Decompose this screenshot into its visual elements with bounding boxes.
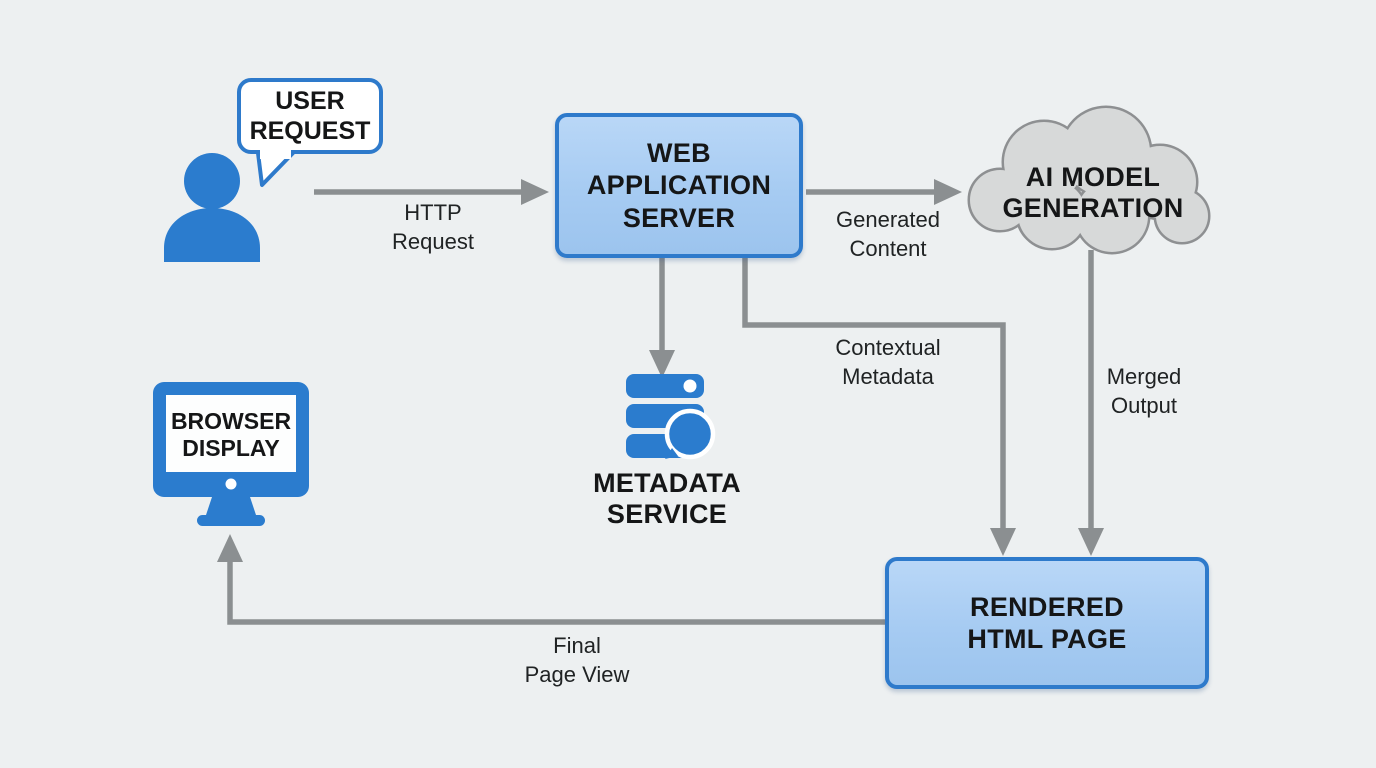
speech-bubble-tail-icon [256, 148, 295, 187]
edge-label-generated-content: Generated Content [836, 207, 940, 262]
user-icon [164, 153, 260, 262]
browser-display-label: BROWSER DISPLAY [170, 408, 292, 462]
monitor-icon [153, 382, 309, 526]
ai-model-generation-label: AI MODEL GENERATION [1002, 162, 1184, 224]
ai-cloud-icon [967, 105, 1211, 255]
node-rendered-html-page: RENDERED HTML PAGE [885, 557, 1209, 689]
edge-label-http-request: HTTP Request [392, 200, 474, 255]
edge-final-page-view [217, 534, 886, 625]
edge-contextual-metadata [742, 250, 1016, 556]
user-request-label: USER REQUEST [249, 87, 371, 145]
edge-label-contextual-metadata: Contextual Metadata [835, 335, 941, 390]
node-web-application-server: WEB APPLICATION SERVER [555, 113, 803, 258]
web-application-server-label: WEB APPLICATION SERVER [586, 137, 772, 233]
user-request-bubble: USER REQUEST [237, 78, 383, 187]
metadata-service-label: METADATA SERVICE [593, 468, 741, 530]
database-icon [626, 374, 716, 460]
edge-label-final-page-view: Final Page View [524, 633, 630, 688]
edge-label-merged-output: Merged Output [1106, 364, 1182, 419]
rendered-html-page-label: RENDERED HTML PAGE [967, 591, 1127, 654]
